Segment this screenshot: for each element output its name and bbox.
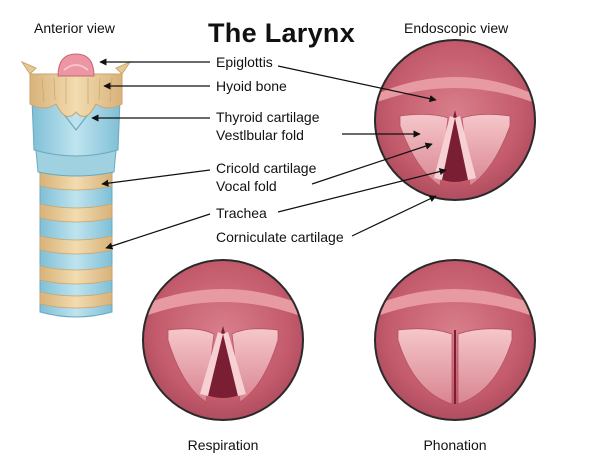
label-vestibular-fold: Vestlbular fold: [216, 127, 304, 143]
label-epiglottis: Epiglottis: [216, 54, 273, 70]
diagram-title: The Larynx: [208, 18, 356, 48]
phonation-illustration: [374, 259, 536, 421]
leader-cricoid: [101, 169, 211, 187]
leader-vocal: [311, 142, 433, 185]
label-vocal-fold: Vocal fold: [216, 178, 277, 194]
label-trachea: Trachea: [216, 205, 267, 221]
thyroid-cartilage-shape: [31, 99, 121, 157]
leader-epiglottis-endo: [277, 65, 437, 103]
label-thyroid-cartilage: Thyroid cartilage: [216, 109, 320, 125]
label-cricoid-cartilage: Cricold cartilage: [216, 160, 317, 176]
leader-trachea: [277, 168, 447, 213]
leader-trachea-ant: [105, 213, 211, 250]
label-corniculate-cartilage: Corniculate cartilage: [216, 229, 344, 245]
label-hyoid-bone: Hyoid bone: [216, 78, 287, 94]
respiration-illustration: [142, 259, 304, 421]
respiration-label: Respiration: [187, 437, 259, 453]
endoscopic-view-label: Endoscopic view: [404, 20, 509, 36]
anterior-view-label: Anterior view: [34, 20, 115, 36]
tracheal-rings: [39, 171, 113, 309]
phonation-label: Phonation: [423, 437, 487, 453]
hyoid-bone-shape: [29, 73, 123, 117]
anterior-larynx-illustration: [20, 53, 132, 318]
endoscopic-view-illustration: [374, 39, 536, 201]
leader-corniculate: [351, 195, 437, 237]
leader-lines: [91, 58, 447, 250]
